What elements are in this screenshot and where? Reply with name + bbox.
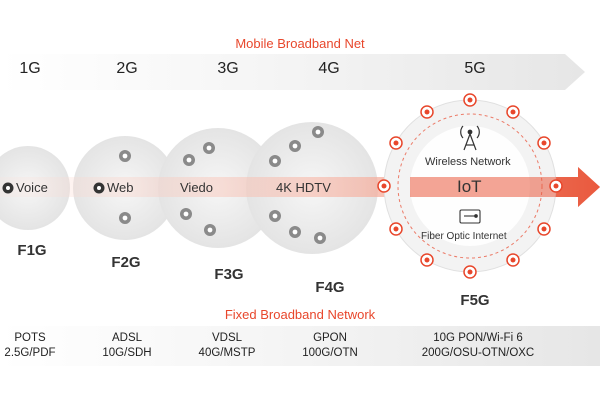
fixed-gen-f5g: F5G bbox=[460, 292, 490, 309]
fiber-optic-label: Fiber Optic Internet bbox=[421, 231, 507, 242]
fixed-gen-f1g: F1G bbox=[17, 242, 47, 259]
service-label-web: Web bbox=[107, 180, 134, 195]
tech-line: 200G/OSU-OTN/OXC bbox=[421, 347, 535, 359]
mobile-gen-2g: 2G bbox=[116, 60, 138, 77]
mobile-network-title: Mobile Broadband Net bbox=[235, 36, 365, 51]
mobile-gen-5g: 5G bbox=[464, 60, 486, 77]
cell-tower-icon bbox=[460, 125, 480, 151]
tech-line: POTS bbox=[14, 332, 46, 344]
mobile-band bbox=[0, 54, 585, 90]
tech-label-f2g: ADSL 10G/SDH bbox=[62, 331, 192, 361]
tech-line: 10G PON/Wi-Fi 6 bbox=[433, 332, 523, 344]
fixed-band bbox=[0, 326, 600, 366]
fiber-optic-icon bbox=[459, 209, 481, 224]
tech-label-f3g: VDSL 40G/MSTP bbox=[162, 331, 292, 361]
mobile-gen-4g: 4G bbox=[318, 60, 340, 77]
fixed-gen-f4g: F4G bbox=[315, 279, 345, 296]
tech-line: VDSL bbox=[211, 332, 243, 344]
tech-line: ADSL bbox=[111, 332, 143, 344]
tech-line: 40G/MSTP bbox=[198, 347, 256, 359]
wireless-network-label: Wireless Network bbox=[425, 156, 511, 168]
tech-label-f4g: GPON 100G/OTN bbox=[265, 331, 395, 361]
service-label-iot: IoT bbox=[457, 177, 482, 196]
tech-line: 100G/OTN bbox=[302, 347, 358, 359]
mobile-gen-1g: 1G bbox=[19, 60, 41, 77]
mobile-gen-3g: 3G bbox=[217, 60, 239, 77]
tech-label-f1g: POTS 2.5G/PDF bbox=[0, 331, 95, 361]
tech-label-f5g: 10G PON/Wi-Fi 6 200G/OSU-OTN/OXC bbox=[408, 331, 548, 361]
service-label-hdtv: 4K HDTV bbox=[276, 180, 331, 195]
tech-line: 2.5G/PDF bbox=[4, 347, 56, 359]
service-label-video: Viedo bbox=[180, 180, 214, 195]
tech-line: GPON bbox=[313, 332, 347, 344]
fixed-network-title: Fixed Broadband Network bbox=[224, 307, 376, 322]
service-label-voice: Voice bbox=[16, 180, 48, 195]
fixed-gen-f2g: F2G bbox=[111, 254, 141, 271]
iot-arrow-overlay bbox=[410, 167, 600, 207]
fixed-gen-f3g: F3G bbox=[214, 266, 244, 283]
tech-line: 10G/SDH bbox=[102, 347, 152, 359]
